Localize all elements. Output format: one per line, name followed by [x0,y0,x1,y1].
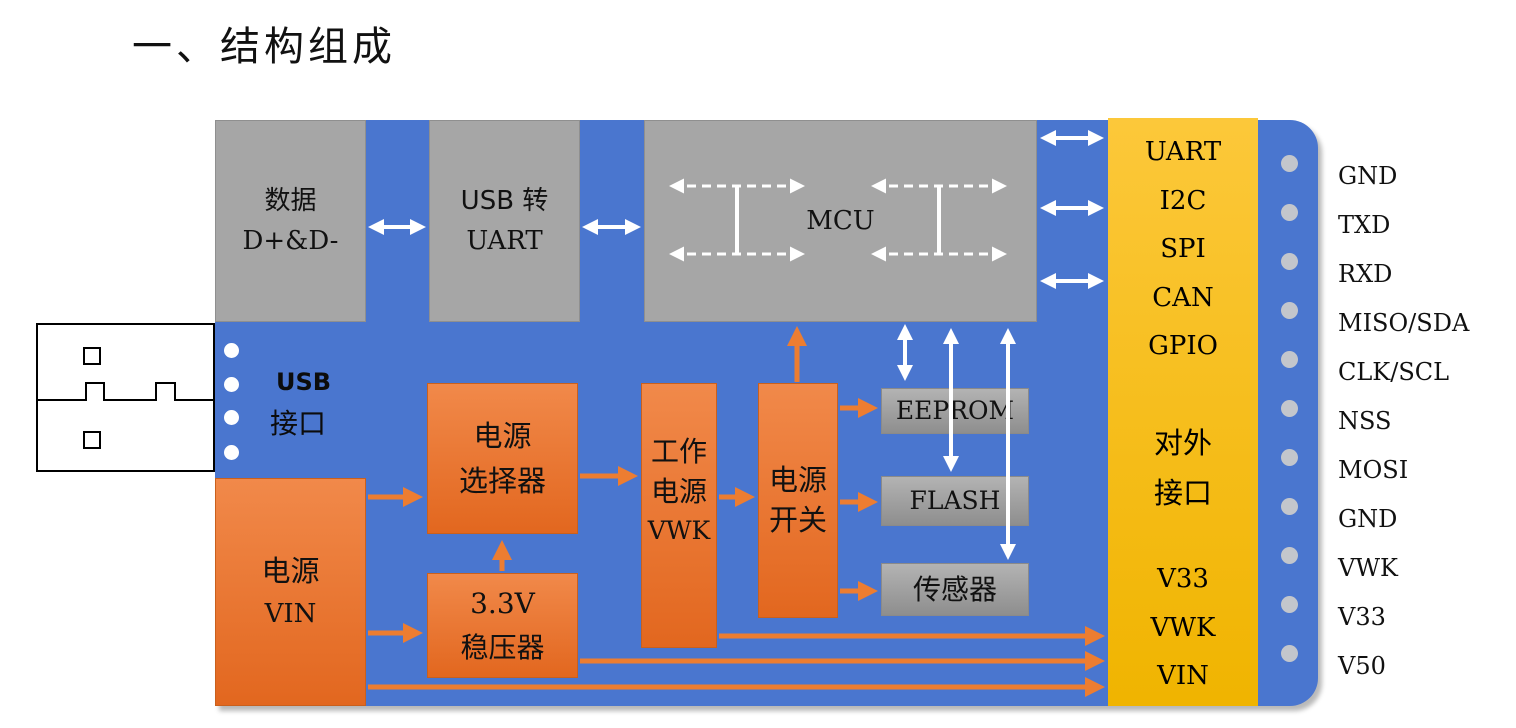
power-rail-list: V33 VWK VIN [1108,555,1258,701]
power-vin-block: 电源 VIN [215,478,366,706]
protocol-gpio: GPIO [1148,331,1218,361]
data-lines-block: 数据 D+&D- [215,120,366,322]
usb-label: USB [276,368,332,396]
power-vin-label: 电源 [261,554,320,589]
power-selector-label-2: 选择器 [458,463,546,498]
usb-uart-label: USB 转 [460,185,549,216]
sensor-label: 传感器 [912,572,997,606]
usb-uart-block: USB 转 UART [429,120,580,322]
rail-v33: V33 [1157,564,1209,594]
pin-label: RXD [1338,260,1393,288]
pin-label-list: GND TXD RXD MISO/SDA CLK/SCL NSS MOSI GN… [1338,152,1469,691]
power-vin-net: VIN [264,599,317,630]
pin-dot [1281,596,1298,613]
mcu-internal-paths [669,178,1007,262]
power-switch-label-2: 源 [798,463,828,498]
work-power-block: 工作 电源 VWK [641,383,717,648]
protocol-i2c: I2C [1159,185,1207,216]
pin-label: V50 [1338,652,1386,680]
mcu-block: MCU [644,120,1037,322]
usb-pin-dot [224,343,239,358]
pin-dot [1281,547,1298,564]
regulator-voltage: 3.3V [470,587,535,621]
work-power-net: VWK [647,515,711,545]
power-switch-label-1: 电 [768,463,798,498]
regulator-block: 3.3V 稳压器 [427,573,578,678]
pin-dot [1281,498,1298,515]
pin-dot [1281,302,1298,319]
pin-dot [1281,645,1298,662]
pin-label: GND [1338,162,1398,190]
pin-label: CLK/SCL [1338,358,1450,386]
work-power-label-1: 工作 [650,434,707,468]
usb-connector-icon [36,323,215,472]
protocol-uart: UART [1144,137,1222,167]
protocol-list: UART I2C SPI CAN GPIO [1108,128,1258,371]
power-paths [368,326,1105,697]
pin-dot [1281,155,1298,172]
page-title: 一、结构组成 [132,24,396,70]
external-interface-label: 对外 接口 [1108,418,1258,518]
usb-plug-outline [38,382,214,401]
usb-contact-square-bottom [83,431,101,449]
power-switch-label-3: 开关 [768,502,827,537]
rail-vwk: VWK [1150,612,1216,643]
pin-label: MISO/SDA [1338,309,1470,337]
flash-label: FLASH [909,485,1001,515]
usb-label-interface: 接口 [270,407,327,440]
rail-vin: VIN [1157,661,1209,691]
usb-pin-dot [224,445,239,460]
data-block-label: 数据 [264,185,317,216]
pin-label: GND [1338,505,1398,533]
usb-contact-square-top [83,347,101,365]
external-interface-label-line2: 接口 [1153,476,1212,510]
power-selector-block: 电源 选择器 [427,383,578,534]
protocol-can: CAN [1152,282,1214,313]
sensor-block: 传感器 [881,563,1029,616]
usb-pin-dot [224,410,239,425]
pin-label: VWK [1338,554,1398,582]
protocol-spi: SPI [1160,234,1206,264]
pin-dot [1281,204,1298,221]
power-selector-label-1: 电源 [473,418,532,453]
pin-dot [1281,253,1298,270]
pin-label: TXD [1338,211,1391,239]
work-power-label-2: 电源 [650,475,707,509]
pin-label: MOSI [1338,456,1409,484]
usb-pin-dot [224,377,239,392]
external-interface-block [1108,118,1258,706]
pin-dot [1281,449,1298,466]
data-block-signal: D+&D- [242,226,339,256]
usb-uart-sub: UART [466,226,543,256]
pin-label: V33 [1338,603,1386,631]
regulator-label: 稳压器 [460,630,545,664]
external-interface-label-line1: 对外 [1153,426,1212,460]
pin-label: NSS [1338,407,1392,435]
power-switch-block: 电源 开关 [758,383,838,618]
pin-dot [1281,351,1298,368]
mcu-label: MCU [806,205,875,236]
pin-dot [1281,400,1298,417]
